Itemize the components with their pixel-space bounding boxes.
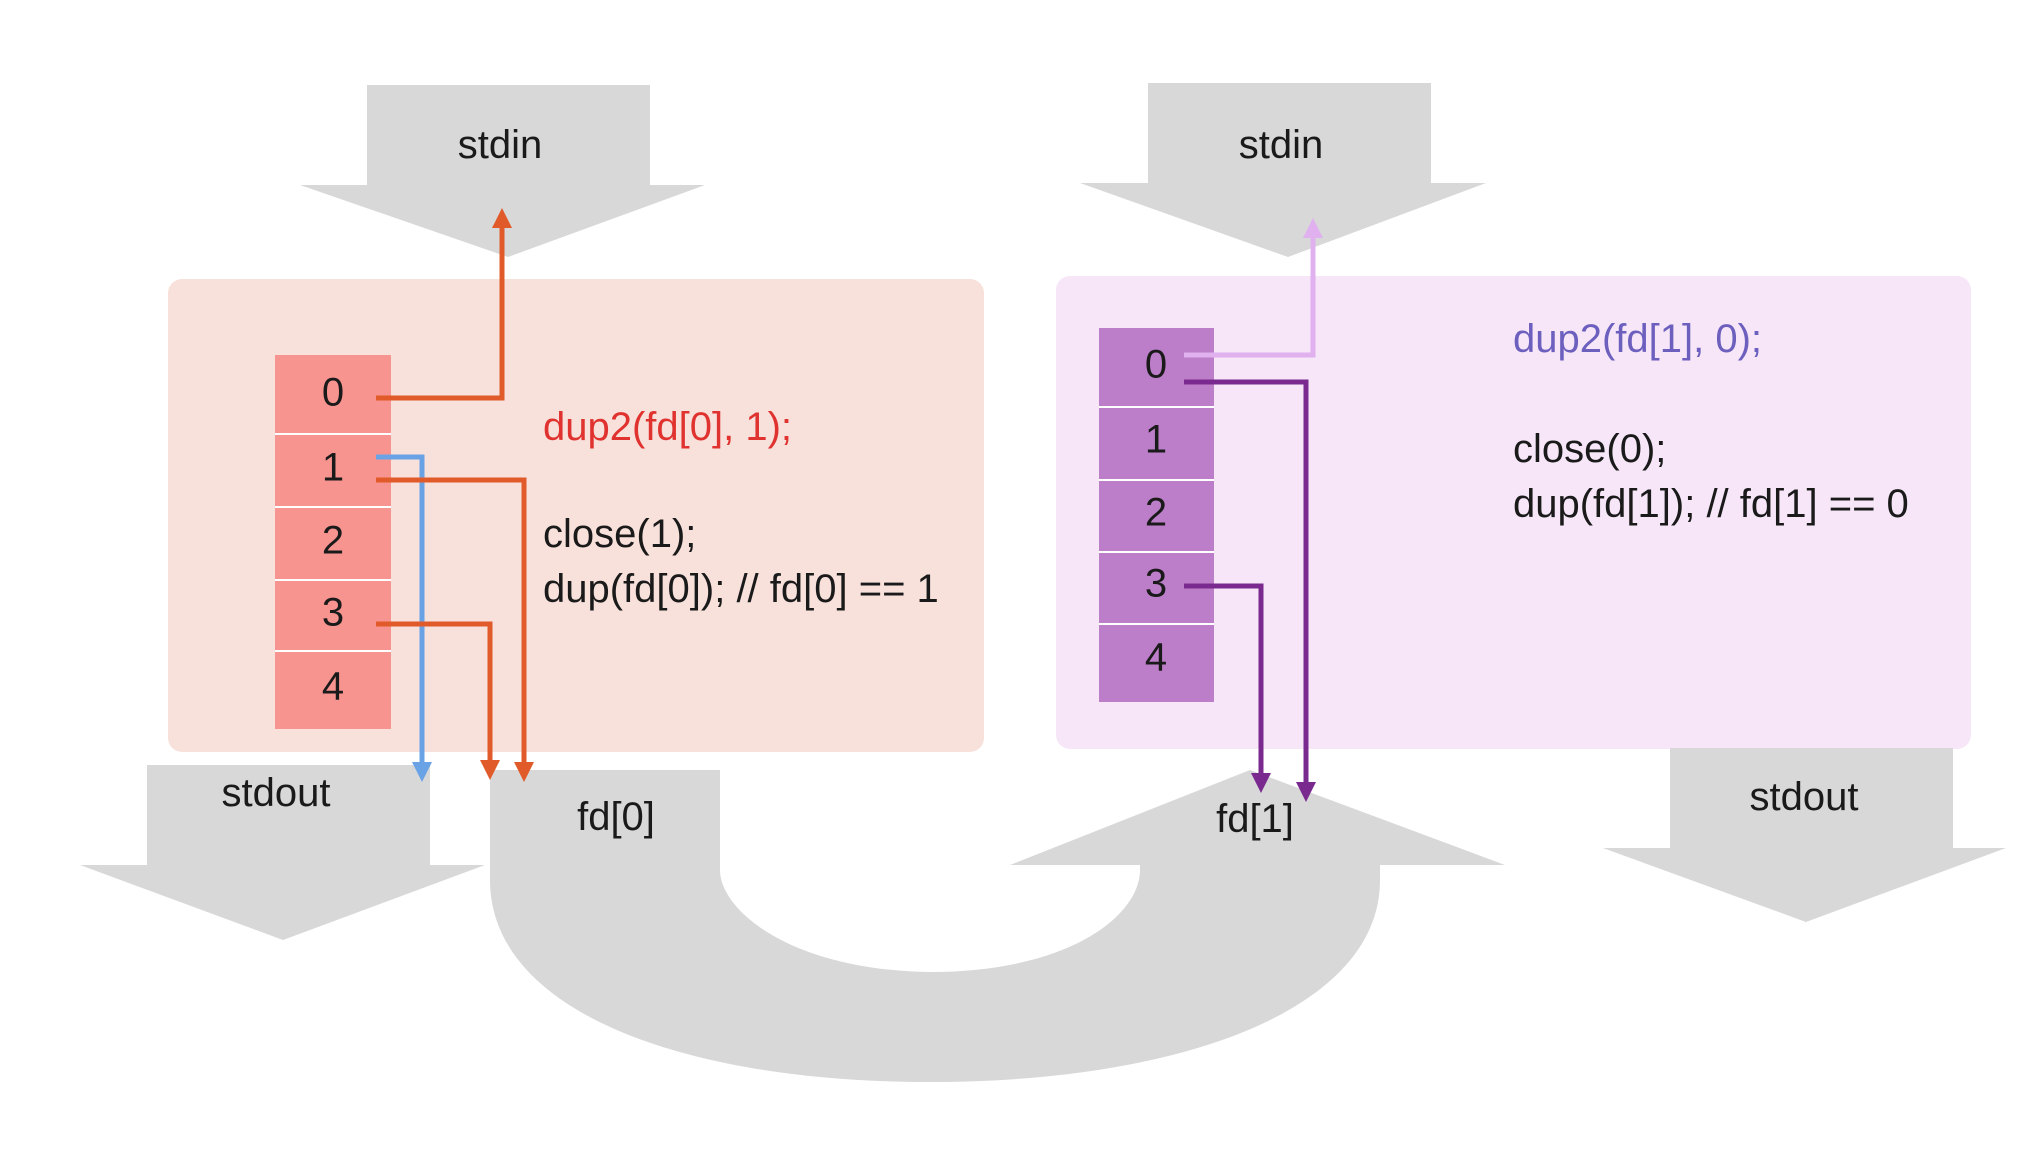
left-fd0-to-stdin-line <box>376 208 512 401</box>
pipe-connector: fd[0] fd[1] <box>490 770 1505 1082</box>
left-fd3-to-fd0-line <box>376 621 500 780</box>
right-fd-row-2: 2 <box>1145 491 1167 535</box>
right-fd0-to-fd1-line <box>1184 379 1316 802</box>
left-dup-code: dup(fd[0]); // fd[0] == 1 <box>543 567 939 611</box>
left-fd-row-0: 0 <box>322 371 344 415</box>
left-close-code: close(1); <box>543 512 696 556</box>
right-fd-row-3: 3 <box>1145 562 1167 606</box>
left-fd1-to-stdout-line <box>376 454 432 782</box>
right-dup-code: dup(fd[1]); // fd[1] == 0 <box>1513 482 1909 526</box>
left-dup2-code: dup2(fd[0], 1); <box>543 405 792 449</box>
right-process-panel <box>1056 276 1971 749</box>
right-fd-table: 0 1 2 3 4 <box>1099 328 1214 702</box>
stdout-right-label: stdout <box>1750 775 1859 819</box>
stdin-left-label: stdin <box>458 123 543 167</box>
fd1-label: fd[1] <box>1216 797 1294 841</box>
left-fd-row-2: 2 <box>322 519 344 563</box>
right-dup2-code: dup2(fd[1], 0); <box>1513 317 1762 361</box>
stdin-left-arrow: stdin <box>300 85 705 257</box>
stdout-left-arrow: stdout <box>80 765 485 940</box>
right-fd3-to-fd1-line <box>1184 583 1271 793</box>
fd0-label: fd[0] <box>577 795 655 839</box>
right-fd0-to-stdin-line <box>1184 218 1323 358</box>
stdout-right-arrow: stdout <box>1603 748 2006 922</box>
right-fd-row-0: 0 <box>1145 343 1167 387</box>
stdin-right-label: stdin <box>1239 123 1324 167</box>
right-close-code: close(0); <box>1513 427 1666 471</box>
stdin-right-arrow: stdin <box>1080 83 1486 257</box>
right-fd-row-4: 4 <box>1145 636 1167 680</box>
left-fd-row-1: 1 <box>322 446 344 490</box>
stdout-left-label: stdout <box>222 771 331 815</box>
left-fd-row-4: 4 <box>322 665 344 709</box>
right-fd-row-1: 1 <box>1145 418 1167 462</box>
left-fd-table: 0 1 2 3 4 <box>275 355 391 729</box>
left-fd-row-3: 3 <box>322 591 344 635</box>
left-fd1-to-fd0-line <box>376 477 534 782</box>
